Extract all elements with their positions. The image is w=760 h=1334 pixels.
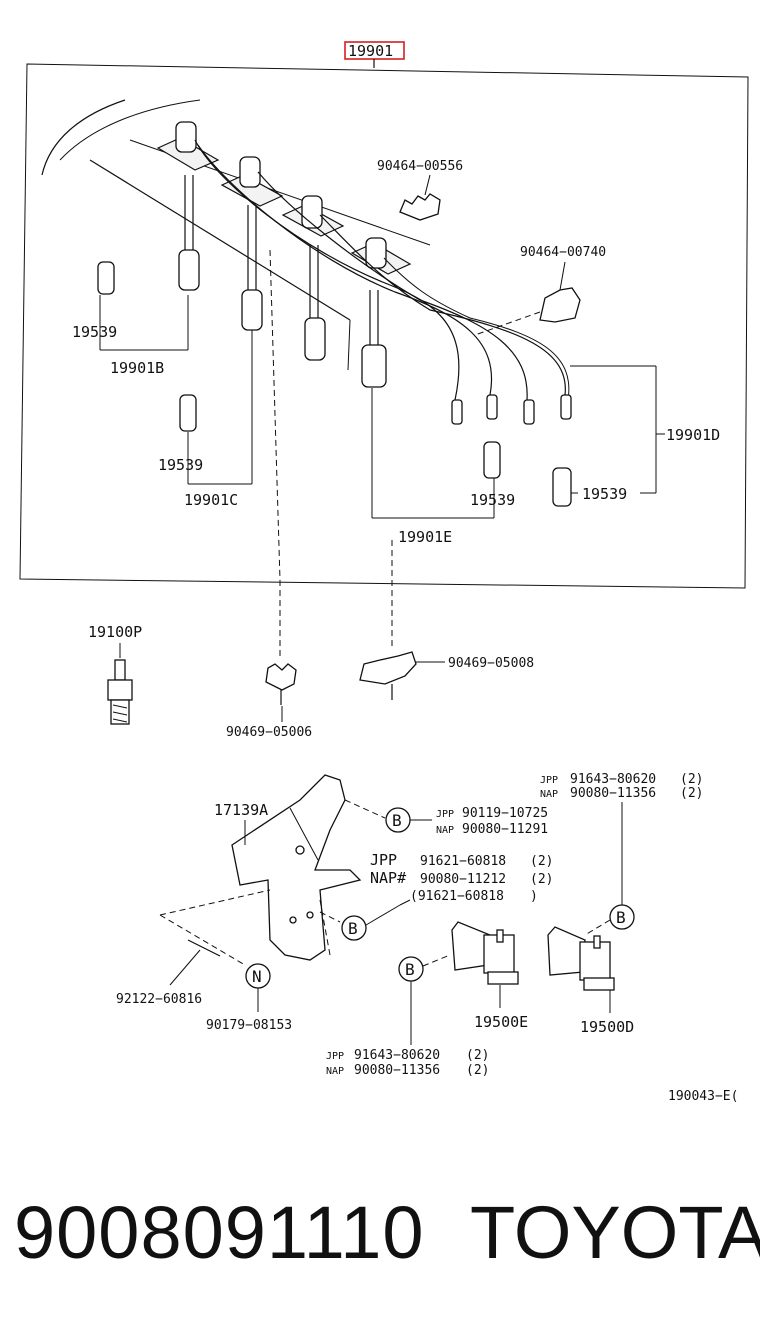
footer-brand: TOYOTA [470, 1191, 760, 1274]
plug-cover-b [179, 394, 197, 432]
plug-boot-4 [365, 237, 387, 269]
note-bracket-mid: JPP 91621−60818 (2) NAP# 90080−11212 (2)… [370, 851, 553, 904]
plug-cover-c [483, 441, 501, 479]
footer: 9008091110 TOYOTA [0, 1190, 760, 1280]
svg-text:(2): (2) [466, 1048, 489, 1063]
svg-text:(91621−60818: (91621−60818 [410, 889, 504, 904]
svg-text:91643−80620: 91643−80620 [570, 772, 656, 787]
svg-text:90119−10725: 90119−10725 [462, 806, 548, 821]
label-90469-05008: 90469−05008 [448, 656, 534, 671]
svg-text:B: B [405, 960, 415, 979]
label-19901B: 19901B [110, 359, 164, 377]
note-bracket-top: JPP 90119−10725 NAP 90080−11291 [436, 806, 548, 837]
label-19901C: 19901C [184, 491, 238, 509]
wire-clamp-90464-00740 [539, 287, 581, 323]
label-19901E: 19901E [398, 528, 452, 546]
note-bottom: JPP 91643−80620 (2) NAP 90080−11356 (2) [326, 1048, 489, 1078]
label-92122-60816: 92122−60816 [116, 992, 202, 1007]
ignition-wire-set [156, 121, 572, 425]
label-19539-b: 19539 [158, 456, 203, 474]
label-19100P: 19100P [88, 623, 142, 641]
plug-boot-2 [239, 156, 261, 188]
svg-text:(2): (2) [466, 1063, 489, 1078]
spark-plug-19100P [107, 659, 133, 725]
bracket-17139A [231, 774, 362, 961]
svg-text:B: B [392, 811, 402, 830]
ignition-coil-19500E [451, 921, 519, 985]
ignition-coil-19500D [547, 926, 615, 991]
svg-text:90080−11291: 90080−11291 [462, 822, 548, 837]
svg-text:B: B [616, 908, 626, 927]
wire-clamp-90469-05008 [359, 651, 417, 700]
label-17139A: 17139A [214, 801, 268, 819]
note-top-right: JPP 91643−80620 (2) NAP 90080−11356 (2) [540, 772, 703, 801]
svg-text:91643−80620: 91643−80620 [354, 1048, 440, 1063]
svg-text:): ) [530, 889, 538, 904]
label-19539-c: 19539 [470, 491, 515, 509]
label-19539-d: 19539 [582, 485, 627, 503]
svg-text:NAP#: NAP# [370, 869, 406, 887]
wire-clamp-90469-05006 [265, 663, 297, 705]
label-90179-08153: 90179−08153 [206, 1018, 292, 1033]
header-part-label: 19901 [348, 42, 393, 60]
callout-b-top: B [385, 807, 411, 833]
svg-text:JPP: JPP [436, 809, 454, 820]
label-90469-05006: 90469−05006 [226, 725, 312, 740]
footer-part-number: 9008091110 [14, 1191, 425, 1274]
wire-set-frame [19, 63, 749, 589]
label-19539-a: 19539 [72, 323, 117, 341]
callout-b-left: B [398, 956, 424, 982]
plug-cover-d [552, 467, 572, 507]
svg-text:91621−60818: 91621−60818 [420, 854, 506, 869]
callout-b-mid: B [341, 915, 367, 941]
callout-n: N [245, 963, 271, 989]
label-19500E: 19500E [474, 1013, 528, 1031]
svg-text:B: B [348, 919, 358, 938]
callout-b-right: B [609, 904, 635, 930]
stud-92122-60816 [187, 939, 221, 957]
svg-text:90080−11212: 90080−11212 [420, 872, 506, 887]
plug-boot-1 [175, 121, 197, 153]
svg-text:90080−11356: 90080−11356 [570, 786, 656, 801]
svg-text:NAP: NAP [540, 789, 558, 800]
svg-text:JPP: JPP [326, 1051, 344, 1062]
svg-text:(2): (2) [680, 772, 703, 787]
svg-text:(2): (2) [530, 854, 553, 869]
svg-text:NAP: NAP [326, 1066, 344, 1077]
diagram-ref-code: 190043−E( [668, 1089, 738, 1104]
svg-text:N: N [252, 967, 262, 986]
svg-text:(2): (2) [530, 872, 553, 887]
wire-clamp-90464-00556 [399, 193, 441, 221]
svg-text:90080−11356: 90080−11356 [354, 1063, 440, 1078]
svg-text:(2): (2) [680, 786, 703, 801]
label-19901D: 19901D [666, 426, 720, 444]
label-90464-00740: 90464−00740 [520, 245, 606, 260]
svg-text:NAP: NAP [436, 825, 454, 836]
plug-cover-a [97, 261, 115, 295]
svg-text:JPP: JPP [540, 775, 558, 786]
label-19500D: 19500D [580, 1018, 634, 1036]
svg-text:JPP: JPP [370, 851, 397, 869]
label-90464-00556: 90464−00556 [377, 159, 463, 174]
